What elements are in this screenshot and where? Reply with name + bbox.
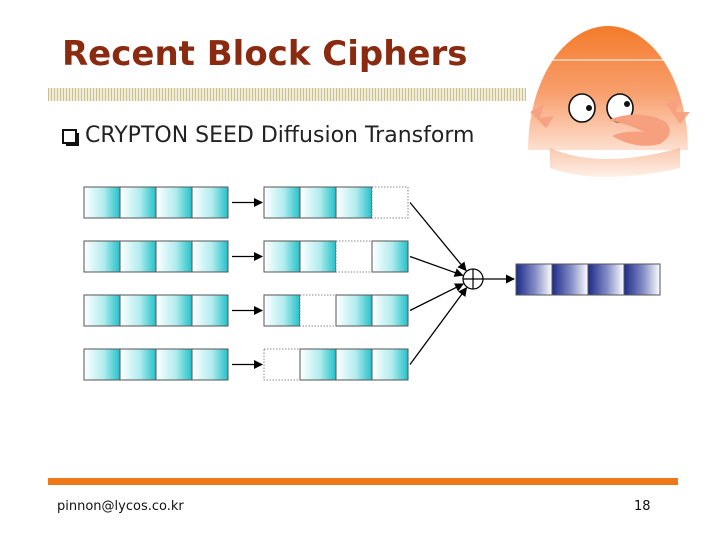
input-cell	[192, 349, 228, 380]
selected-cell	[264, 241, 300, 272]
selected-cell	[336, 349, 372, 380]
selected-cell	[300, 241, 336, 272]
selected-cell	[372, 241, 408, 272]
masked-cell	[300, 295, 336, 326]
input-cell	[156, 349, 192, 380]
masked-cell	[372, 187, 408, 218]
selected-cell	[372, 349, 408, 380]
xor-input-arrow	[410, 288, 466, 365]
selected-cell	[336, 187, 372, 218]
input-cell	[84, 187, 120, 218]
output-cell	[588, 264, 624, 295]
xor-input-arrow	[410, 284, 463, 311]
selected-cell	[300, 349, 336, 380]
page-number: 18	[634, 499, 651, 514]
input-cell	[156, 241, 192, 272]
footer-line	[48, 478, 678, 485]
selected-cell	[336, 295, 372, 326]
output-cell	[516, 264, 552, 295]
input-cell	[84, 349, 120, 380]
selected-cell	[264, 295, 300, 326]
xor-input-arrow	[410, 203, 466, 271]
masked-cell	[264, 349, 300, 380]
xor-input-arrow	[410, 257, 463, 276]
input-cell	[192, 187, 228, 218]
input-cell	[192, 295, 228, 326]
input-cell	[120, 241, 156, 272]
input-cell	[120, 295, 156, 326]
input-cell	[156, 187, 192, 218]
input-cell	[156, 295, 192, 326]
output-cell	[552, 264, 588, 295]
masked-cell	[336, 241, 372, 272]
selected-cell	[372, 295, 408, 326]
selected-cell	[264, 187, 300, 218]
input-cell	[84, 241, 120, 272]
input-cell	[192, 241, 228, 272]
input-cell	[84, 295, 120, 326]
footer-email: pinnon@lycos.co.kr	[57, 499, 184, 514]
input-cell	[120, 187, 156, 218]
selected-cell	[300, 187, 336, 218]
input-cell	[120, 349, 156, 380]
output-cell	[624, 264, 660, 295]
